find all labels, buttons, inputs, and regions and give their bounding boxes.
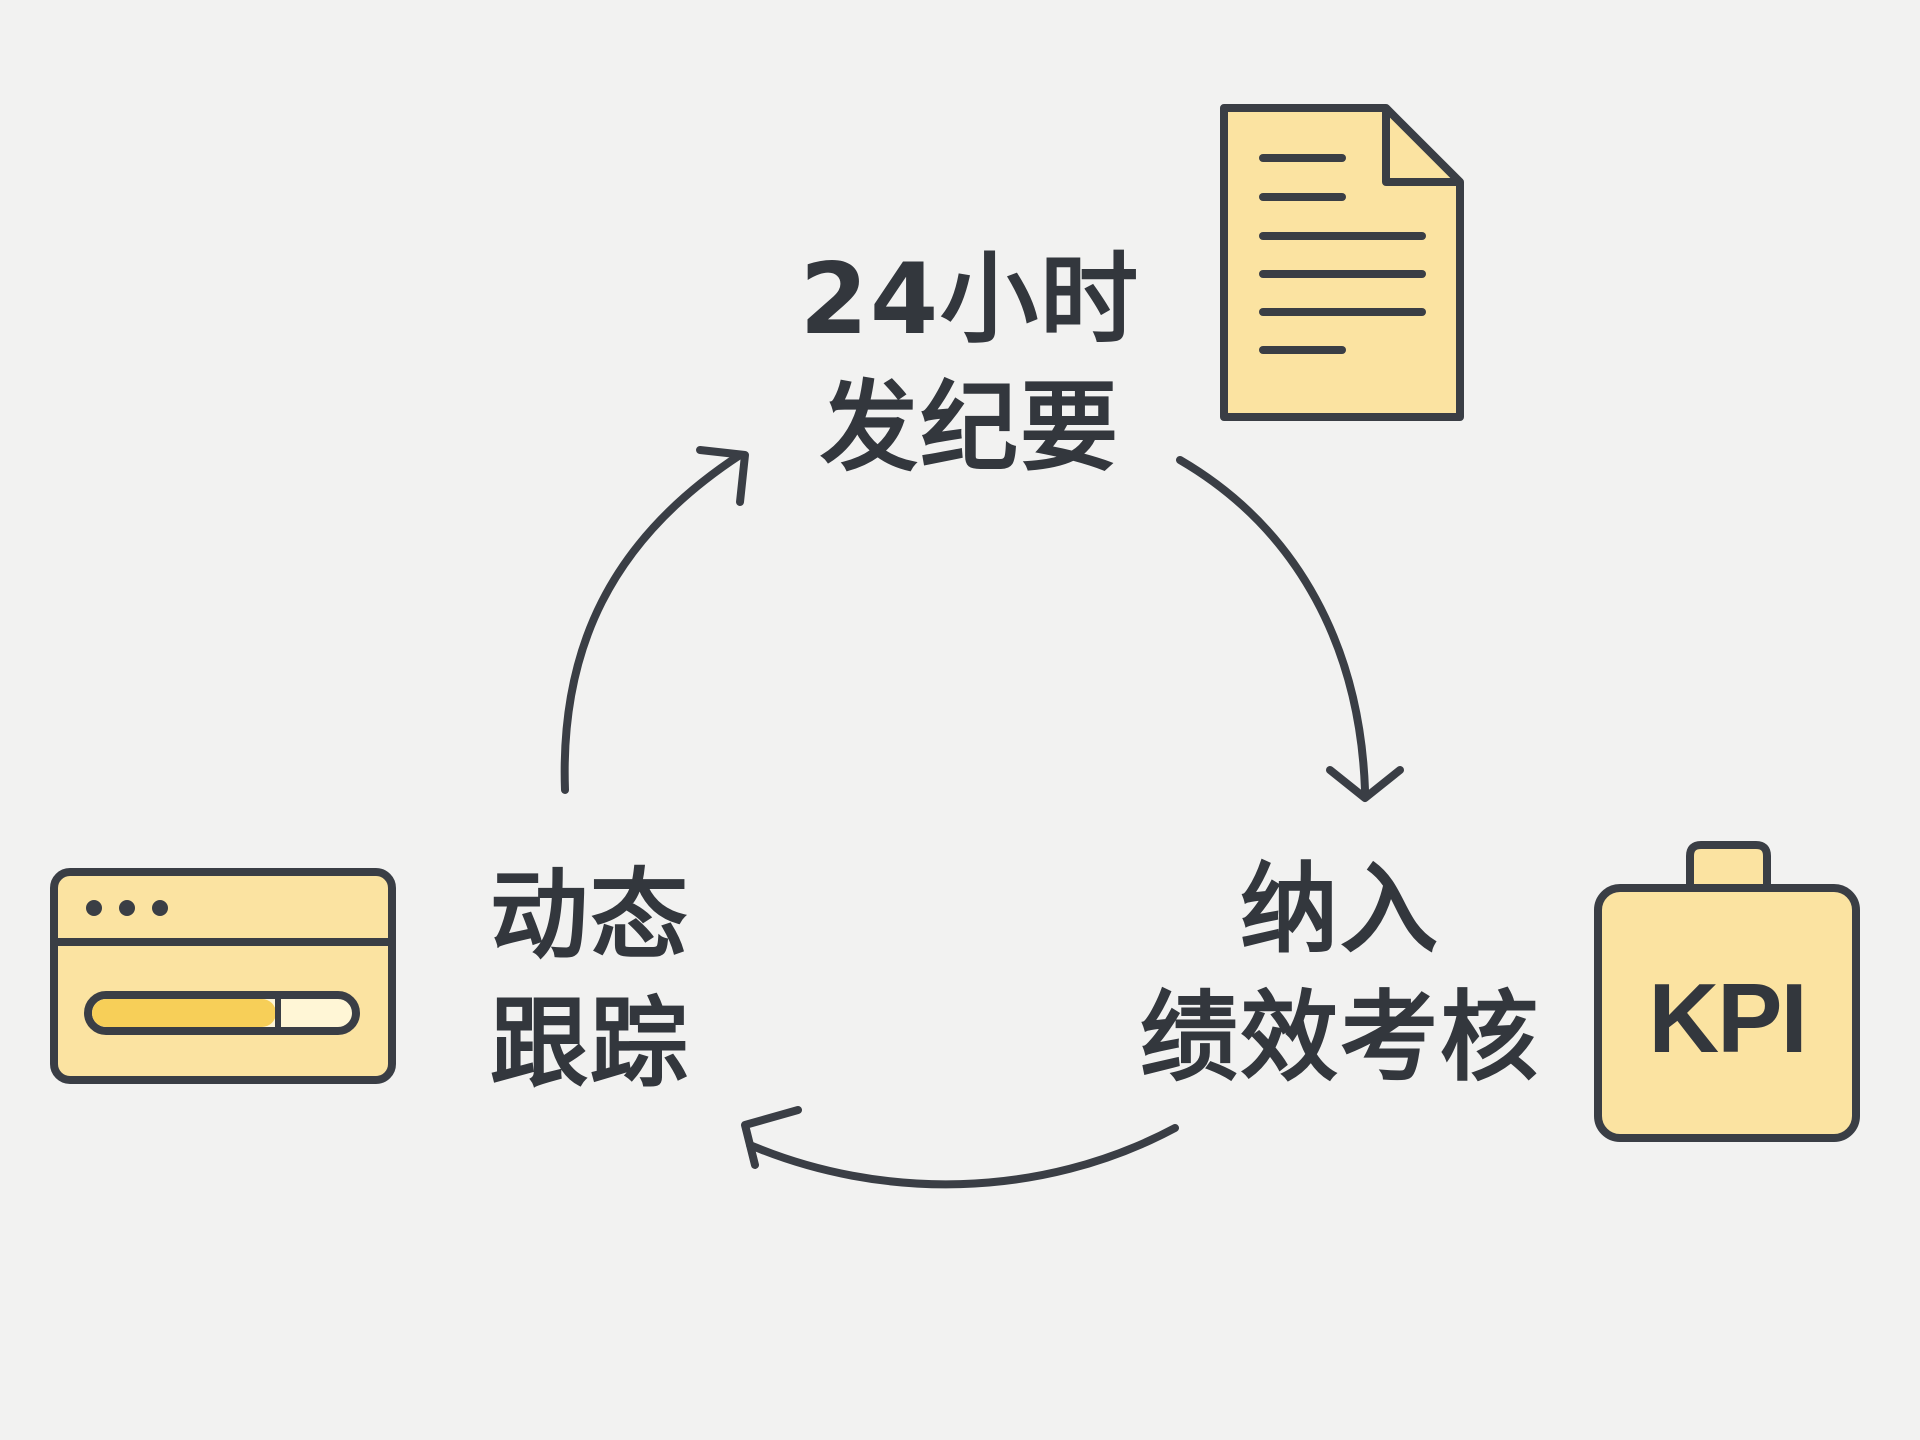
arrowhead-left-to-top: [696, 446, 749, 506]
progress-window-icon: [50, 868, 396, 1084]
window-dot: [152, 900, 168, 916]
window-dot: [86, 900, 102, 916]
step-label-line: 动态: [489, 859, 690, 973]
step-label-tracking: 动态 跟踪: [480, 852, 700, 1108]
step-label-minutes: 24小时 发纪要: [790, 236, 1150, 492]
step-label-line: 跟踪: [489, 987, 690, 1101]
step-label-line: 发纪要: [819, 371, 1120, 485]
kpi-badge-icon: KPI: [1594, 841, 1860, 1142]
arrowhead-right-to-left: [741, 1106, 802, 1169]
arrow-right-to-left: [746, 1124, 1179, 1189]
arrow-top-to-right: [1176, 456, 1369, 794]
arrowhead-top-to-right: [1326, 766, 1404, 802]
kpi-badge-text: KPI: [1648, 963, 1805, 1073]
step-label-performance: 纳入 绩效考核: [1120, 846, 1560, 1102]
step-label-line: 纳入: [1239, 853, 1440, 967]
arrow-left-to-top: [560, 451, 744, 794]
step-label-line: 24小时: [799, 243, 1141, 357]
document-icon: [1220, 104, 1464, 421]
progress-fill: [92, 999, 276, 1027]
step-label-line: 绩效考核: [1139, 981, 1540, 1095]
window-dot: [119, 900, 135, 916]
